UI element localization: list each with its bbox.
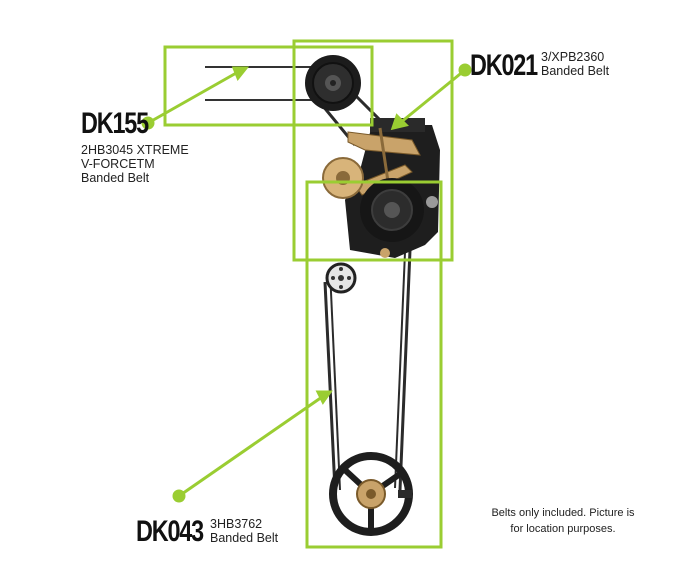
- callout-desc-line: 3/XPB2360: [541, 50, 605, 64]
- dot-dk155: [141, 116, 155, 130]
- wheel-icon: [329, 452, 413, 536]
- note-line: Belts only included. Picture is: [491, 507, 635, 519]
- callout-arrows: [141, 63, 472, 503]
- highlight-box-dk043: [305, 180, 443, 549]
- callout-desc-line: Banded Belt: [210, 531, 279, 545]
- callout-desc-line: V-FORCETM: [81, 157, 155, 171]
- motor-pulley: [360, 178, 424, 242]
- callout-code-dk155: DK155: [81, 107, 149, 140]
- arrow-dk155: [147, 70, 239, 125]
- arrow-dk043: [178, 395, 323, 498]
- callout-desc-dk021: 3/XPB2360 Banded Belt: [541, 50, 609, 78]
- callout-code-dk043: DK043: [136, 515, 204, 548]
- dot-dk043: [172, 489, 186, 503]
- idler-icon: [322, 157, 364, 199]
- location-note: Belts only included. Picture is for loca…: [488, 505, 638, 537]
- lower-belt: [323, 249, 412, 491]
- note-line: for location purposes.: [510, 523, 616, 535]
- machine-illustration: [205, 55, 440, 536]
- dot-dk021: [458, 63, 472, 77]
- highlight-boxes: [163, 39, 454, 549]
- callout-desc-line: 3HB3762: [210, 517, 263, 531]
- highlight-box-dk155: [163, 45, 374, 127]
- callout-code-dk021: DK021: [470, 49, 538, 82]
- tension-bracket: [347, 131, 421, 156]
- highlight-box-dk021: [292, 39, 454, 262]
- pulley-icon: [305, 55, 361, 111]
- callout-desc-line: 2HB3045 XTREME: [81, 143, 189, 157]
- callout-desc-line: Banded Belt: [81, 171, 150, 185]
- tension-wheel: [325, 262, 357, 294]
- arrow-dk021: [399, 68, 466, 125]
- callout-desc-line: Banded Belt: [541, 64, 610, 78]
- callout-desc-dk043: 3HB3762 Banded Belt: [210, 517, 278, 545]
- callout-desc-dk155: 2HB3045 XTREME V-FORCETM Banded Belt: [81, 143, 189, 185]
